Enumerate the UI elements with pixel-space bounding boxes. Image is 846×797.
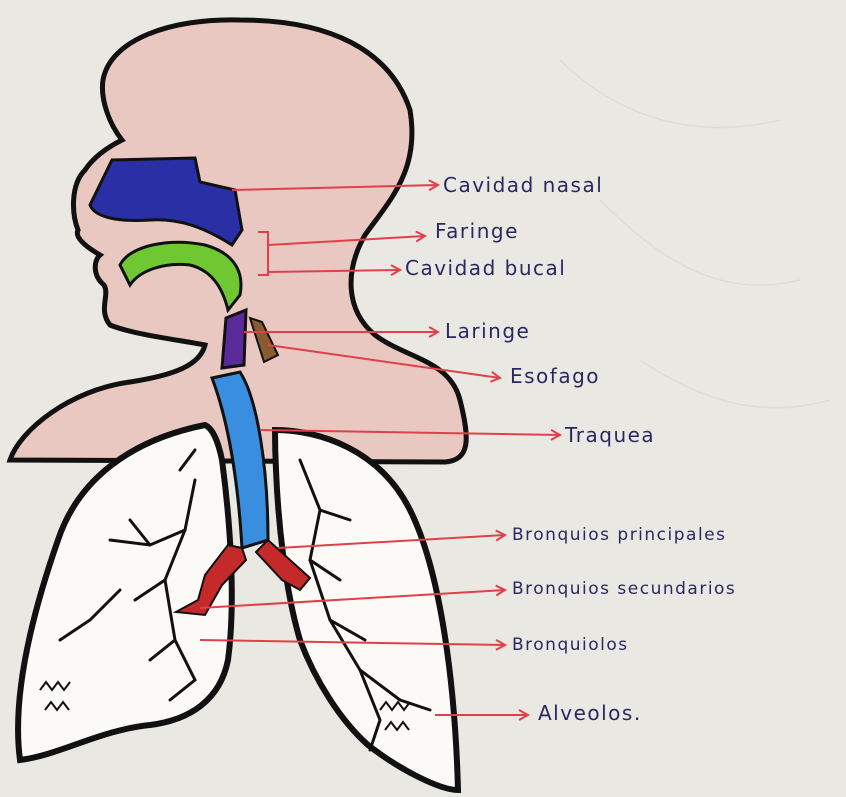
paper-background (560, 60, 830, 408)
larynx (222, 310, 246, 368)
label-bronquios-secundarios: Bronquios secundarios (512, 579, 736, 599)
label-cavidad-bucal: Cavidad bucal (405, 256, 566, 280)
label-bronquios-principales: Bronquios principales (512, 525, 727, 545)
label-alveolos: Alveolos. (538, 701, 642, 725)
label-faringe: Faringe (435, 219, 519, 243)
label-laringe: Laringe (445, 319, 530, 343)
right-lung (275, 430, 458, 790)
label-cavidad-nasal: Cavidad nasal (443, 173, 603, 197)
label-bronquiolos: Bronquiolos (512, 635, 629, 655)
label-traquea: Traquea (564, 423, 655, 447)
label-esofago: Esofago (510, 364, 600, 388)
